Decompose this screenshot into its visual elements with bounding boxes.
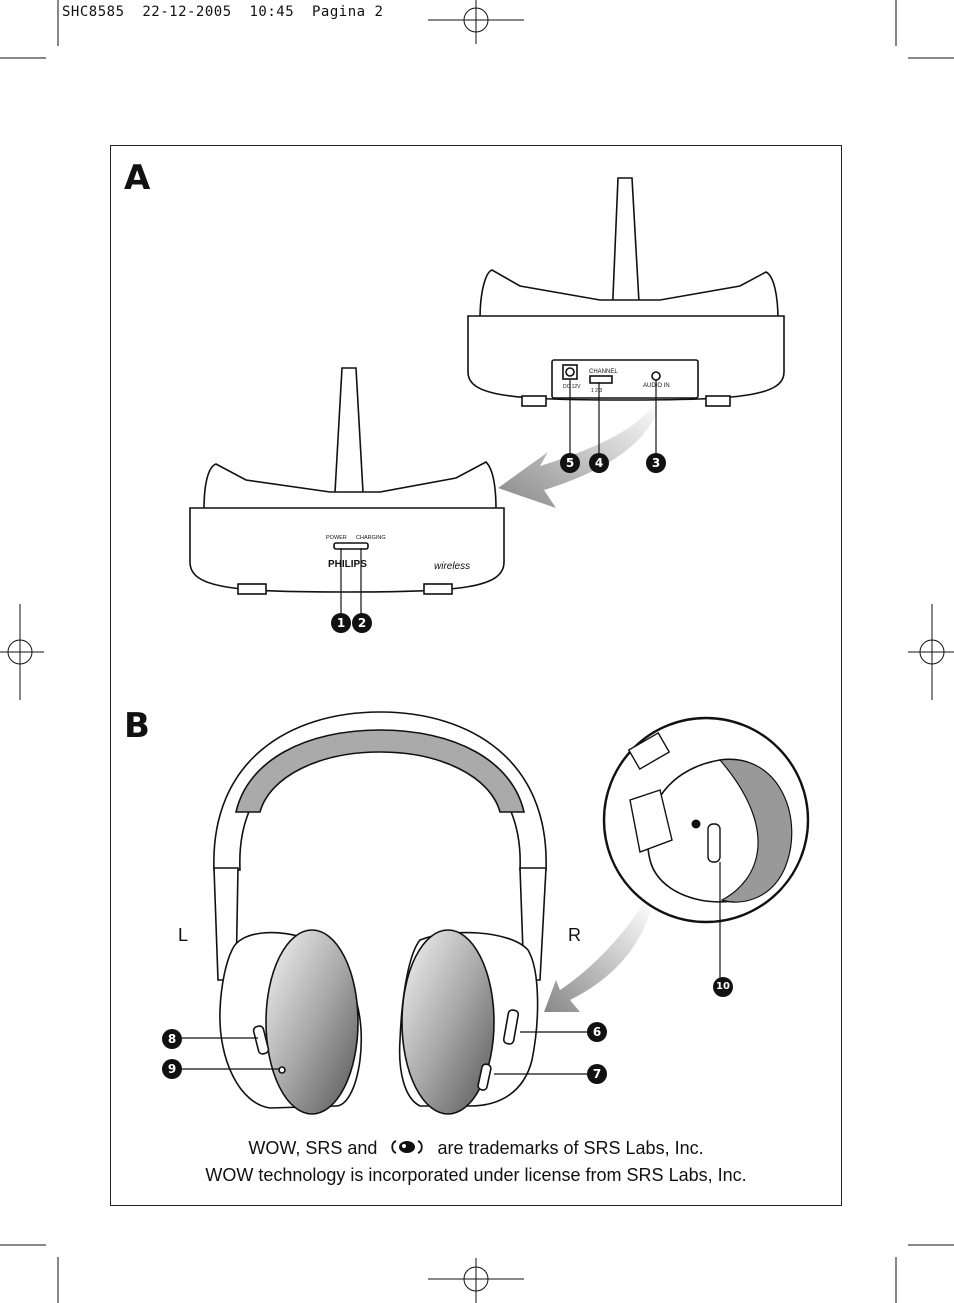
channel-label: CHANNEL [589, 369, 618, 375]
right-label: R [568, 925, 581, 945]
arrow-a [498, 400, 660, 508]
trademark-line-1: WOW, SRS and are trademarks of SRS Labs,… [110, 1138, 842, 1160]
callout-8: 8 [162, 1029, 182, 1049]
callout-9: 9 [162, 1059, 182, 1079]
trademark-line-1-end: are trademarks of SRS Labs, Inc. [437, 1138, 704, 1158]
brand-logo: PHILIPS [328, 559, 367, 570]
headphones [213, 711, 547, 1115]
charging-label: CHARGING [356, 535, 386, 541]
content-frame [110, 145, 842, 1206]
trademark-line-2: WOW technology is incorporated under lic… [205, 1165, 747, 1185]
print-header: SHC8585 22-12-2005 10:45 Pagina 2 [62, 4, 384, 20]
callout-3: 3 [646, 453, 666, 473]
callout-2: 2 [352, 613, 372, 633]
arrow-b [544, 900, 652, 1012]
left-label: L [178, 925, 189, 945]
base-station-front [189, 367, 505, 595]
section-b-label: B [124, 706, 150, 746]
section-a-label: A [124, 158, 151, 198]
callout-10: 10 [713, 977, 733, 997]
trademark-line-1-start: WOW, SRS and [248, 1138, 378, 1158]
wireless-logo: wireless [434, 561, 470, 572]
dc-label: DC 12V [563, 384, 581, 390]
callout-7: 7 [587, 1064, 607, 1084]
callout-1: 1 [331, 613, 351, 633]
power-label: POWER [326, 535, 347, 541]
detail-magnifier [602, 716, 810, 924]
srs-logo-icon [390, 1139, 424, 1160]
callout-6: 6 [587, 1022, 607, 1042]
channel-numbers: 1 2 3 [591, 388, 602, 394]
callout-5: 5 [560, 453, 580, 473]
callout-4: 4 [589, 453, 609, 473]
base-station-rear [467, 177, 785, 407]
